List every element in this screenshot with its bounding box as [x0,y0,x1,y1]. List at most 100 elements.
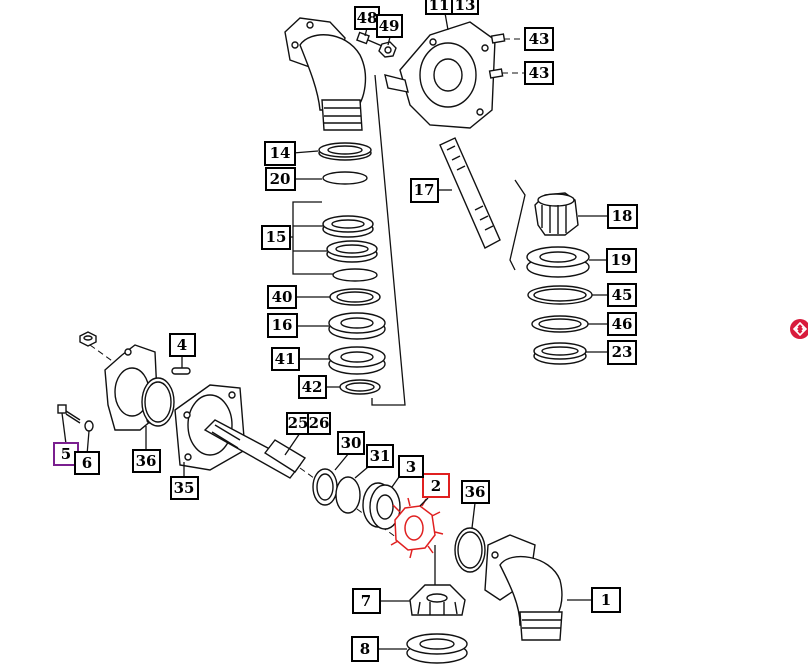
svg-text:26: 26 [309,414,330,432]
svg-text:4: 4 [177,336,187,354]
svg-text:35: 35 [174,479,195,497]
callout-1[interactable]: 1 [591,587,621,613]
lower-elbow-housing-1[interactable] [484,534,563,641]
bearing-41[interactable] [328,346,386,375]
bevel-gear-2-highlighted[interactable] [390,497,444,559]
svg-text:45: 45 [612,286,633,304]
svg-text:7: 7 [361,592,371,610]
callout-7[interactable]: 7 [352,588,381,614]
ring-14[interactable] [318,142,372,161]
bolt-5[interactable] [57,404,81,424]
snap-ring-30[interactable] [312,468,338,506]
callout-43-top[interactable]: 43 [524,27,554,51]
bevel-gear-7[interactable] [409,584,466,616]
callout-35[interactable]: 35 [170,476,199,500]
callout-16[interactable]: 16 [267,313,298,338]
snap-ring-40[interactable] [329,288,381,306]
callout-17[interactable]: 17 [410,178,439,203]
bearing-3[interactable] [362,482,401,530]
shim-45[interactable] [527,285,593,305]
callout-23[interactable]: 23 [607,340,637,365]
callout-25[interactable]: 25 [286,412,310,435]
ring-15c[interactable] [332,268,378,282]
callout-41[interactable]: 41 [271,347,300,371]
callout-30[interactable]: 30 [337,431,365,455]
callout-8[interactable]: 8 [351,636,379,662]
svg-text:40: 40 [272,288,293,306]
svg-text:49: 49 [379,17,400,35]
callout-45[interactable]: 45 [607,283,637,307]
svg-text:23: 23 [612,343,633,361]
callout-42[interactable]: 42 [298,375,327,399]
callout-19[interactable]: 19 [606,248,637,273]
snap-ring-42[interactable] [339,379,381,395]
nut-top-left[interactable] [79,331,97,347]
o-ring-36-left[interactable] [141,377,175,427]
callout-36-left[interactable]: 36 [132,449,161,473]
shaft-17[interactable] [439,137,501,249]
svg-text:11: 11 [429,0,450,14]
callout-15[interactable]: 15 [261,225,291,250]
seal-15a[interactable] [322,215,374,238]
bearing-19[interactable] [526,246,590,278]
callout-2-selected[interactable]: 2 [422,473,450,498]
ring-20[interactable] [322,171,368,185]
pinion-gear-18[interactable] [534,192,579,236]
side-nav-button[interactable] [790,319,808,339]
plug-43a[interactable] [490,33,506,44]
callout-18[interactable]: 18 [607,204,638,229]
callout-20[interactable]: 20 [265,167,296,191]
callout-31[interactable]: 31 [366,444,394,468]
o-ring-36-right[interactable] [454,527,486,573]
ring-23[interactable] [533,342,587,365]
bolt-48[interactable] [356,31,383,47]
svg-text:41: 41 [275,350,296,368]
callout-48[interactable]: 48 [354,6,380,30]
svg-text:48: 48 [357,9,378,27]
callout-6[interactable]: 6 [74,451,100,475]
upper-elbow-housing[interactable] [284,17,367,131]
svg-text:3: 3 [406,458,416,476]
svg-text:6: 6 [82,454,92,472]
callout-40[interactable]: 40 [267,285,297,309]
callout-4[interactable]: 4 [169,333,196,357]
nut-49[interactable] [378,41,397,58]
svg-text:17: 17 [414,181,435,199]
svg-text:46: 46 [612,315,633,333]
svg-text:1: 1 [601,591,611,609]
svg-text:13: 13 [455,0,476,14]
splined-shaft-25-26[interactable] [203,419,307,479]
svg-text:20: 20 [270,170,291,188]
callout-46[interactable]: 46 [607,312,637,336]
callout-26[interactable]: 26 [307,412,331,435]
callout-3[interactable]: 3 [398,455,424,478]
plug-43b[interactable] [488,68,504,79]
svg-text:18: 18 [612,207,633,225]
svg-text:5: 5 [61,445,71,463]
callout-43-bottom[interactable]: 43 [524,61,554,85]
callout-11[interactable]: 11 [425,0,453,15]
svg-text:16: 16 [272,316,293,334]
callout-49[interactable]: 49 [376,14,403,38]
callout-14[interactable]: 14 [264,141,296,166]
svg-text:14: 14 [270,144,291,162]
dowel-pin-4[interactable] [171,367,191,375]
seal-15b[interactable] [326,240,378,263]
svg-text:36: 36 [136,452,157,470]
bearing-16[interactable] [328,312,386,340]
svg-text:15: 15 [266,228,287,246]
svg-text:43: 43 [529,30,550,48]
svg-text:19: 19 [611,251,632,269]
callout-36-right[interactable]: 36 [461,480,490,504]
callout-13[interactable]: 13 [451,0,479,15]
svg-text:25: 25 [288,414,309,432]
diamond-arrows-icon [793,322,807,336]
snap-ring-46[interactable] [531,315,589,333]
svg-text:8: 8 [360,640,370,658]
svg-text:43: 43 [529,64,550,82]
ring-31[interactable] [335,476,361,514]
gearbox-cover[interactable] [384,21,496,129]
washer-6[interactable] [84,420,94,432]
bearing-8[interactable] [406,633,468,664]
